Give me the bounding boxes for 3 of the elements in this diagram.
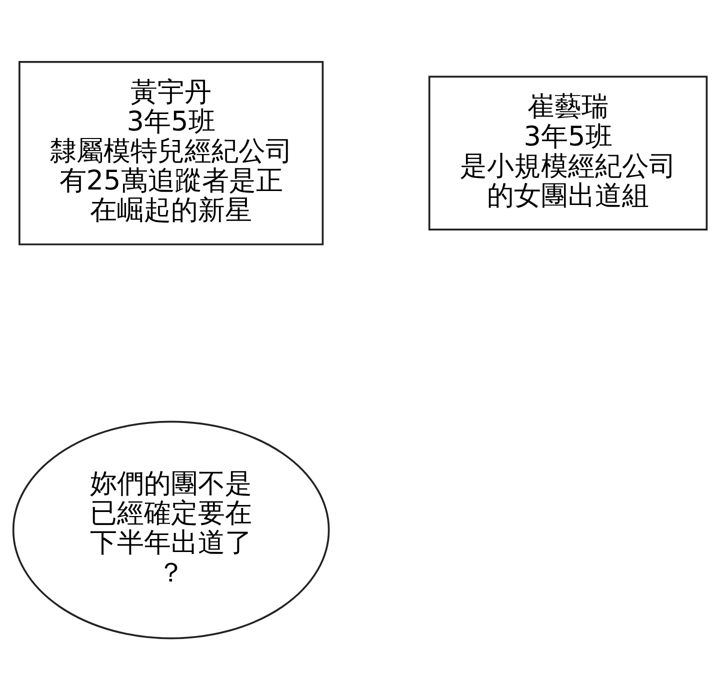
node-box: 黃宇丹 3年5班 隸屬模特兒經紀公司有25萬追蹤者是正在崛起的新星 (18, 61, 324, 246)
node-box: 崔藝瑞 3年5班 是小規模經紀公司的女團出道組 (428, 76, 708, 231)
node-ellipse: 妳們的團不是已經確定要在下半年出道了？ (12, 420, 330, 640)
